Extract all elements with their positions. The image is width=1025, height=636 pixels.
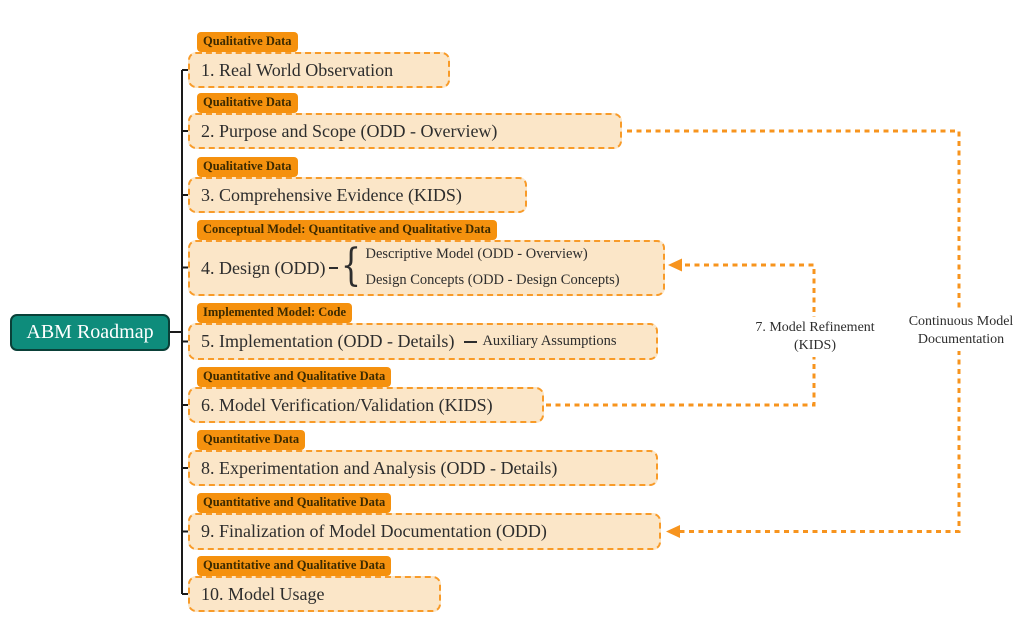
item-2-title: 2. Purpose and Scope (ODD - Overview): [201, 120, 498, 141]
refinement-arrow-line: [546, 263, 816, 407]
documentation-arrow-label-line2: Documentation: [917, 332, 1005, 348]
item-4-box: 4. Design (ODD) { Descriptive Model (ODD…: [188, 240, 665, 296]
item-9-box: 9. Finalization of Model Documentation (…: [188, 513, 661, 550]
item-5-box: 5. Implementation (ODD - Details) Auxili…: [188, 323, 658, 360]
item-2-box: 2. Purpose and Scope (ODD - Overview): [188, 113, 622, 149]
item-10-box: 10. Model Usage: [188, 576, 441, 612]
item-1-box: 1. Real World Observation: [188, 52, 450, 88]
item-8-tag: Quantitative Data: [197, 430, 306, 450]
item-5-title: 5. Implementation (ODD - Details): [201, 331, 455, 351]
documentation-arrowhead-icon: [666, 525, 680, 538]
documentation-arrow-label: Continuous Model Documentation: [888, 311, 1025, 352]
item-9-title: 9. Finalization of Model Documentation (…: [201, 521, 547, 541]
item-9-tag: Quantitative and Qualitative Data: [197, 493, 392, 513]
item-10-tag: Quantitative and Qualitative Data: [197, 556, 392, 576]
item-6-title: 6. Model Verification/Validation (KIDS): [201, 394, 493, 415]
item-4-title: 4. Design (ODD): [201, 257, 326, 278]
refinement-arrow-label-line1: 7. Model Refinement: [755, 320, 875, 335]
item-5-suffix: Auxiliary Assumptions: [482, 333, 617, 349]
item-4-child-1: Descriptive Model (ODD - Overview): [365, 246, 588, 263]
root-node-abm-roadmap: ABM Roadmap: [10, 314, 170, 351]
item-10-title: 10. Model Usage: [201, 583, 325, 604]
refinement-arrowhead-icon: [668, 258, 682, 272]
connector-dash: [464, 340, 478, 343]
connector-dash: [329, 267, 339, 269]
brace-icon: {: [341, 239, 362, 291]
refinement-arrow-label: 7. Model Refinement (KIDS): [733, 317, 897, 358]
item-8-title: 8. Experimentation and Analysis (ODD - D…: [201, 457, 558, 478]
item-6-tag: Quantitative and Qualitative Data: [197, 367, 392, 387]
item-6-box: 6. Model Verification/Validation (KIDS): [188, 387, 544, 423]
item-3-box: 3. Comprehensive Evidence (KIDS): [188, 177, 527, 213]
item-3-tag: Qualitative Data: [197, 157, 298, 177]
item-2-tag: Qualitative Data: [197, 93, 298, 113]
item-4-child-2: Design Concepts (ODD - Design Concepts): [365, 272, 620, 288]
item-8-box: 8. Experimentation and Analysis (ODD - D…: [188, 450, 658, 486]
refinement-arrow-label-line2: (KIDS): [794, 338, 836, 354]
item-4-children: Descriptive Model (ODD - Overview) Desig…: [365, 242, 619, 294]
item-3-title: 3. Comprehensive Evidence (KIDS): [201, 184, 462, 205]
item-1-tag: Qualitative Data: [197, 32, 298, 52]
item-5-tag: Implemented Model: Code: [197, 303, 353, 323]
item-1-title: 1. Real World Observation: [201, 59, 394, 80]
root-node-label: ABM Roadmap: [26, 321, 154, 343]
documentation-arrow-label-line1: Continuous Model: [908, 314, 1014, 329]
item-4-tag: Conceptual Model: Quantitative and Quali…: [197, 220, 497, 240]
